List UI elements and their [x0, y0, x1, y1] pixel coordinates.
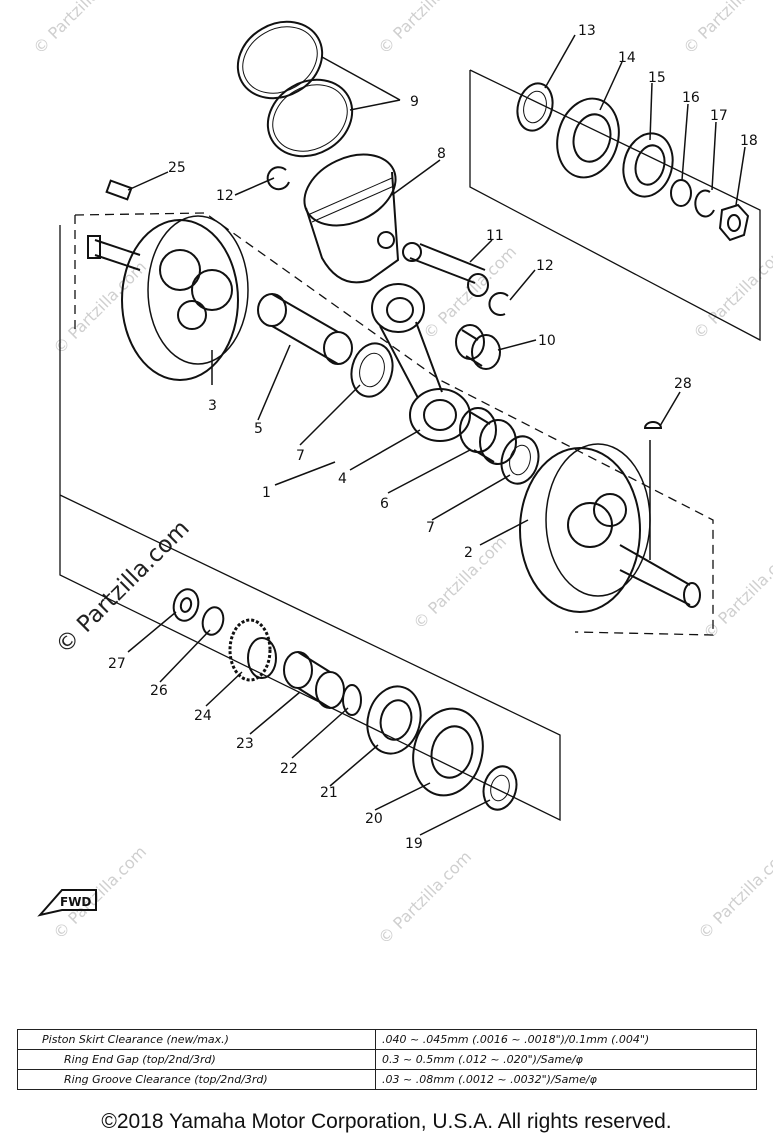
nut — [718, 203, 750, 242]
callout-9: 9 — [410, 94, 419, 110]
shim-washer — [516, 82, 554, 132]
callout-1: 1 — [262, 485, 271, 501]
callout-20: 20 — [365, 811, 383, 827]
main-bearing-left — [412, 707, 484, 797]
callout-8: 8 — [437, 146, 446, 162]
callout-24: 24 — [194, 708, 212, 724]
crank-wheel-right — [519, 443, 701, 613]
crank-assembly-outline — [74, 212, 714, 636]
callout-numbers: 1 2 3 4 5 6 7 7 8 9 10 11 12 12 13 14 15… — [60, 23, 758, 909]
callout-22: 22 — [280, 761, 298, 777]
callout-11: 11 — [486, 228, 504, 244]
callout-28: 28 — [674, 376, 692, 392]
watermark: © Partzilla.com — [374, 847, 475, 948]
spec-label: Ring Groove Clearance (top/2nd/3rd) — [17, 1069, 376, 1090]
watermark: © Partzilla.com — [409, 532, 510, 633]
callout-7b: 7 — [426, 520, 435, 536]
thrust-washer — [350, 342, 394, 398]
watermark: © Partzilla.com — [679, 0, 773, 58]
watermark: © Partzilla.com — [49, 842, 150, 943]
piston-rings — [236, 20, 354, 158]
watermark: © Partzilla.com — [29, 0, 130, 58]
callout-6: 6 — [380, 496, 389, 512]
callout-3: 3 — [208, 398, 217, 414]
watermark-large: © Partzilla.com — [51, 515, 195, 659]
crank-pin — [257, 293, 353, 365]
callout-17: 17 — [710, 108, 728, 124]
callout-23: 23 — [236, 736, 254, 752]
callout-12b: 12 — [536, 258, 554, 274]
callout-21: 21 — [320, 785, 338, 801]
callout-18: 18 — [740, 133, 758, 149]
oil-seal-left — [366, 685, 422, 755]
shim-washer — [523, 90, 547, 124]
thrust-washer — [359, 352, 385, 388]
copyright-notice: ©2018 Yamaha Motor Corporation, U.S.A. A… — [101, 1110, 672, 1133]
spec-row: Ring Groove Clearance (top/2nd/3rd) .03 … — [17, 1069, 757, 1090]
callout-26: 26 — [150, 683, 168, 699]
primary-gear-group-outline — [59, 225, 561, 822]
spec-row: Piston Skirt Clearance (new/max.) .040 ~… — [17, 1029, 757, 1050]
bearing-group-outline — [469, 69, 761, 342]
circlip — [488, 292, 509, 316]
spec-label: Ring End Gap (top/2nd/3rd) — [17, 1049, 376, 1070]
callout-27: 27 — [108, 656, 126, 672]
small-end-bearing — [455, 324, 501, 370]
leader-lines — [127, 34, 746, 836]
shim-washer-left — [482, 765, 518, 811]
callout-19: 19 — [405, 836, 423, 852]
callout-25: 25 — [168, 160, 186, 176]
watermark: © Partzilla.com — [49, 257, 150, 358]
thrust-washer — [500, 435, 540, 485]
spec-row: Ring End Gap (top/2nd/3rd) 0.3 ~ 0.5mm (… — [17, 1049, 757, 1070]
watermarks: © Partzilla.com © Partzilla.com © Partzi… — [29, 0, 773, 948]
piston-pin — [402, 242, 489, 297]
circlip — [266, 166, 290, 191]
primary-drive-gear — [228, 618, 277, 682]
piston — [303, 153, 400, 284]
thrust-washer — [509, 444, 531, 476]
watermark: © Partzilla.com — [699, 542, 773, 643]
spec-value: .03 ~ .08mm (.0012 ~ .0032")/Same/φ — [375, 1069, 757, 1090]
callout-4: 4 — [338, 471, 347, 487]
crank-wheel-left — [87, 215, 249, 381]
callout-7a: 7 — [296, 448, 305, 464]
callout-2: 2 — [464, 545, 473, 561]
lock-washer — [694, 189, 715, 218]
oil-seal — [622, 132, 674, 198]
callout-5: 5 — [254, 421, 263, 437]
big-end-bearing — [459, 407, 517, 465]
callout-10: 10 — [538, 333, 556, 349]
watermark: © Partzilla.com — [374, 0, 475, 58]
connecting-rod — [371, 283, 471, 442]
callout-15: 15 — [648, 70, 666, 86]
fwd-label: FWD — [60, 895, 91, 909]
main-bearing — [556, 97, 620, 179]
spec-label: Piston Skirt Clearance (new/max.) — [17, 1029, 376, 1050]
callout-13: 13 — [578, 23, 596, 39]
exploded-parts-diagram: © Partzilla.com © Partzilla.com © Partzi… — [29, 0, 773, 948]
callout-12a: 12 — [216, 188, 234, 204]
spacer-collar — [283, 651, 345, 709]
watermark: © Partzilla.com — [694, 842, 773, 943]
thrust-washer-small — [172, 588, 200, 622]
washer — [201, 606, 225, 636]
callout-16: 16 — [682, 90, 700, 106]
woodruff-key — [643, 421, 663, 429]
spec-value: .040 ~ .045mm (.0016 ~ .0018")/0.1mm (.0… — [375, 1029, 757, 1050]
spacer — [670, 179, 692, 207]
fwd-arrow-icon — [37, 889, 97, 917]
callout-14: 14 — [618, 50, 636, 66]
woodruff-key — [105, 179, 133, 201]
o-ring — [342, 684, 362, 716]
spec-value: 0.3 ~ 0.5mm (.012 ~ .020")/Same/φ — [375, 1049, 757, 1070]
specifications-table: Piston Skirt Clearance (new/max.) .040 ~… — [17, 1029, 757, 1090]
